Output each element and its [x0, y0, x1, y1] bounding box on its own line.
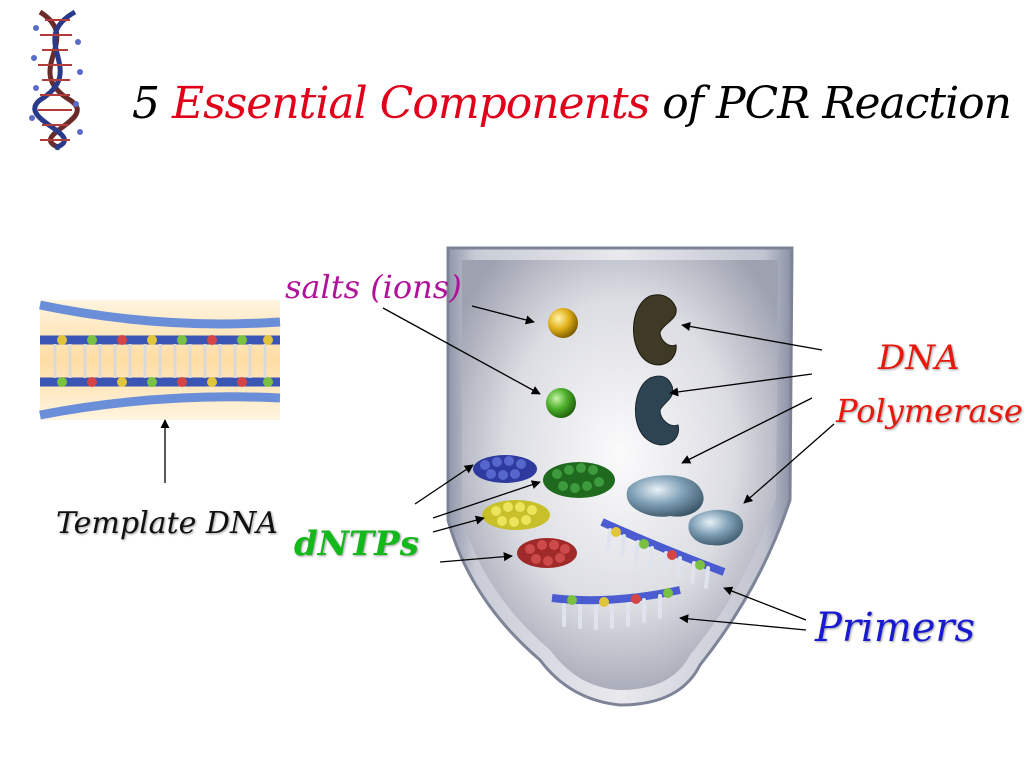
- arrow-salt-gold: [471, 305, 535, 325]
- title-suffix: of PCR Reaction: [649, 78, 1012, 129]
- dna-polymerase-label-line2: Polymerase: [836, 392, 1023, 430]
- title-accent: Essential Components: [171, 78, 650, 129]
- dna-polymerase-label-line1: DNA: [878, 338, 960, 378]
- dntps-label: dNTPs: [294, 524, 419, 564]
- template-dna-label: Template DNA: [56, 506, 278, 541]
- page-title: 5 Essential Components of PCR Reaction: [132, 78, 1012, 129]
- dntp-cluster-yellow: [482, 500, 550, 530]
- annotation-arrows: [160, 305, 835, 631]
- arrow-primer-1: [723, 586, 807, 621]
- salt-ion-gold: [548, 308, 578, 338]
- arrow-dntp-green: [432, 480, 541, 519]
- salts-label: salts (ions): [285, 268, 462, 306]
- polymerase-shape-2: [635, 375, 680, 446]
- arrow-primer-2: [679, 614, 807, 631]
- arrow-polymerase-1: [681, 321, 823, 351]
- arrow-polymerase-4: [743, 423, 835, 504]
- primers-label: Primers: [815, 605, 976, 651]
- title-prefix: 5: [132, 78, 172, 129]
- polymerase-shape-3: [626, 475, 704, 517]
- salt-ion-green: [546, 388, 576, 418]
- arrow-polymerase-2: [669, 373, 813, 397]
- polymerase-shape-1: [633, 294, 677, 366]
- arrow-polymerase-3: [681, 397, 813, 464]
- arrow-salt-green: [382, 307, 541, 395]
- primer-strand-2: [551, 586, 681, 630]
- pcr-tube: [446, 246, 794, 707]
- dna-helix-icon: [29, 9, 83, 151]
- dntp-cluster-green: [543, 462, 615, 498]
- dntp-cluster-blue: [473, 455, 537, 483]
- template-dna-image: [39, 300, 281, 420]
- arrow-dntp-blue: [414, 464, 474, 505]
- polymerase-shape-4: [688, 509, 744, 546]
- arrow-dntp-red: [439, 552, 513, 563]
- arrow-dntp-yellow: [432, 515, 485, 533]
- dntp-cluster-red: [517, 538, 577, 568]
- primer-strand-1: [600, 518, 726, 589]
